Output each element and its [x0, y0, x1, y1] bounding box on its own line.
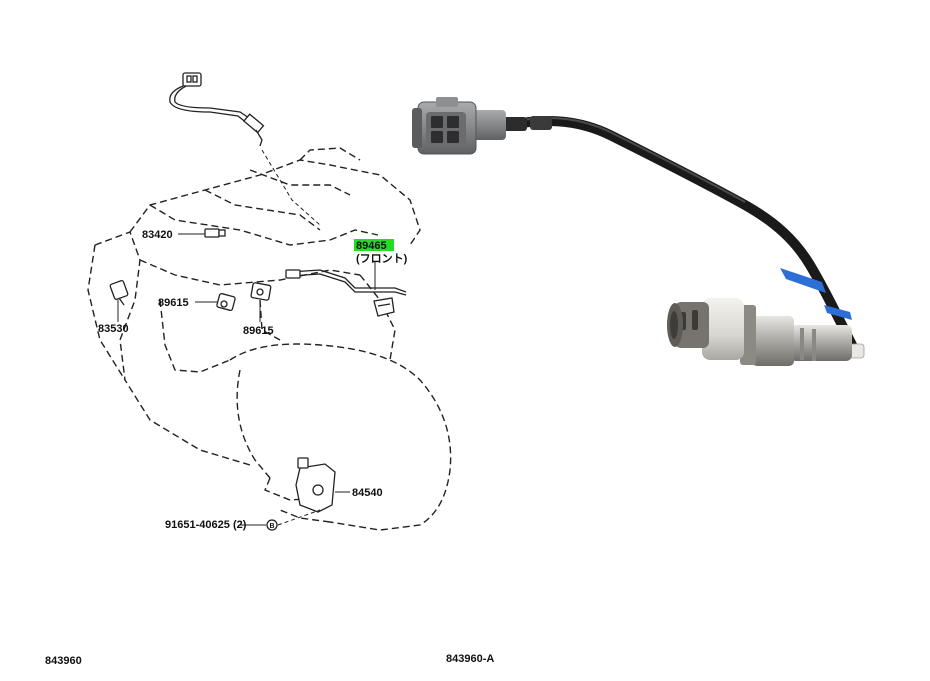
label-83530: 83530	[98, 323, 129, 335]
clip-part	[373, 297, 395, 317]
label-83420: 83420	[142, 229, 173, 241]
bolt-marker-letter: B	[269, 523, 274, 530]
oxygen-sensor-rear	[169, 72, 321, 226]
water-temp-sender-part	[178, 228, 226, 238]
sensor-body-photo	[667, 298, 865, 366]
footer-left-code: 843960	[45, 655, 82, 667]
engine-drawing	[87, 147, 452, 531]
label-89465: 89465	[356, 240, 387, 252]
footer-right-code: 843960-A	[446, 653, 494, 665]
neutral-switch-part	[277, 457, 350, 526]
label-bolt-qty: (2)	[233, 519, 247, 531]
highlight-box	[354, 239, 394, 251]
label-89615-a: 89615	[158, 297, 189, 309]
label-89615-b: 89615	[243, 325, 274, 337]
knock-sensor-part-2	[250, 282, 272, 322]
bolt-marker: B	[240, 519, 278, 531]
label-bolt: 91651-40625	[165, 519, 230, 531]
connector-photo	[412, 97, 506, 155]
label-84540: 84540	[352, 487, 383, 499]
oxygen-sensor-photo	[412, 97, 865, 366]
oil-pressure-switch-part	[109, 280, 129, 322]
oxygen-sensor-front	[285, 262, 407, 296]
knock-sensor-part-1	[195, 292, 236, 312]
label-front-note: (フロント)	[356, 252, 408, 265]
